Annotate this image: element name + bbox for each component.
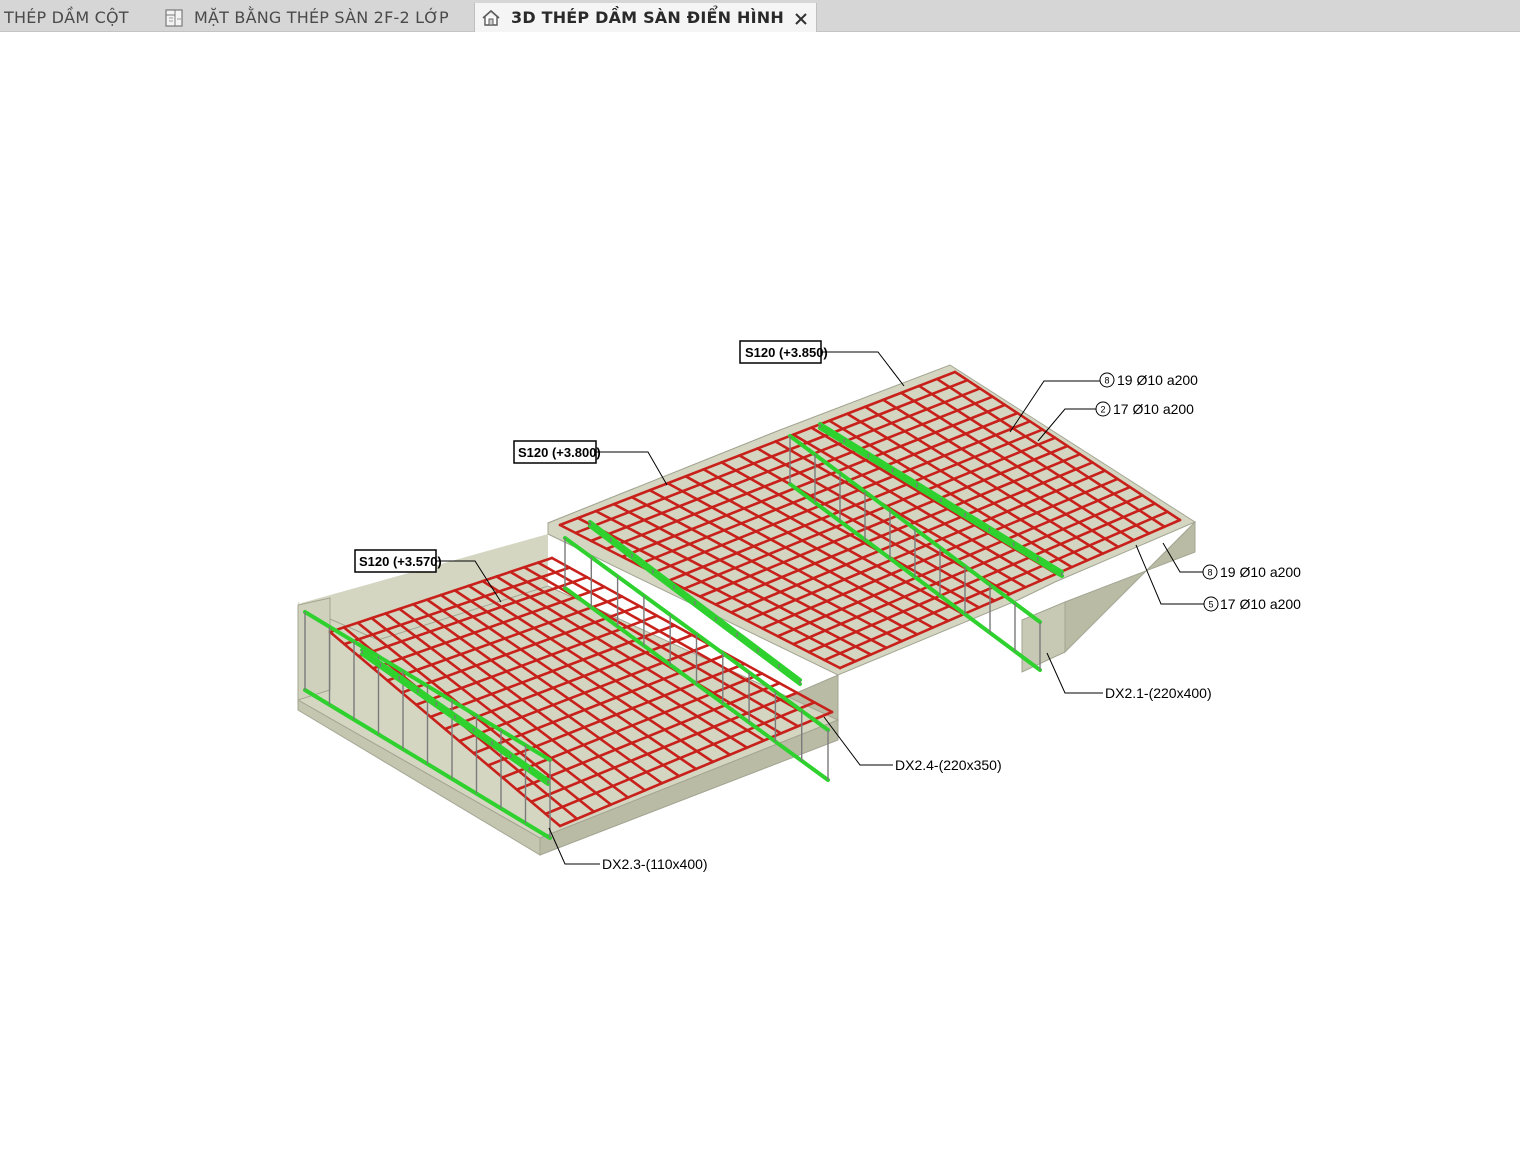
rebar-bar xyxy=(774,440,1027,589)
rebar-bar xyxy=(509,570,783,735)
rebar-note-text: 19 Ø10 a200 xyxy=(1117,372,1198,388)
beam-label-text: DX2.4-(220x350) xyxy=(895,757,1002,773)
leader-line xyxy=(1162,542,1204,573)
slab-tag-text: S120 (+3.850) xyxy=(745,345,828,360)
rebar-bar xyxy=(495,575,766,742)
rebar-bar xyxy=(453,589,715,764)
rebar-bar xyxy=(612,502,888,650)
leader-line xyxy=(1009,380,1100,433)
beam-dx21-end xyxy=(1021,601,1066,673)
rebar-mark-number: 8 xyxy=(1207,568,1212,578)
slab-rebar-mesh xyxy=(328,370,1182,828)
beam-label-dx24[interactable]: DX2.4-(220x350) xyxy=(823,716,1002,773)
tab-label: 3D THÉP DẦM SÀN ĐIỂN HÌNH xyxy=(511,8,784,27)
rebar-bar xyxy=(935,377,1166,529)
floor-plan-icon xyxy=(164,8,184,28)
rebar-bar xyxy=(917,384,1151,535)
rebar-bar xyxy=(558,523,842,670)
rebar-bar xyxy=(881,398,1120,549)
leader-line xyxy=(1037,408,1097,442)
tab-label: THÉP DẦM CỘT xyxy=(4,8,129,27)
rebar-bar xyxy=(467,584,732,757)
beam-dx23-end xyxy=(297,597,331,701)
leader-line xyxy=(436,560,502,603)
rebar-mark-number: 2 xyxy=(1100,405,1105,415)
rebar-mark-number: 8 xyxy=(1104,376,1109,386)
rebar-note-r3[interactable]: 8 19 Ø10 a200 xyxy=(1162,542,1301,580)
tab-thep-dam-cot[interactable]: THÉP DẦM CỘT xyxy=(4,3,129,32)
rebar-note-text: 19 Ø10 a200 xyxy=(1220,564,1301,580)
rebar-bar xyxy=(594,509,873,656)
rebar-bar xyxy=(845,412,1089,562)
beam-rebar xyxy=(303,422,1064,840)
rebar-bar xyxy=(648,488,919,636)
slab-tag-text: S120 (+3.800) xyxy=(518,445,601,460)
rebar-bar xyxy=(576,516,857,663)
rebar-bar xyxy=(370,616,613,806)
leader-line xyxy=(1046,652,1103,694)
rebar-bar xyxy=(738,454,996,603)
rebar-bar xyxy=(828,419,1074,569)
rebar-bar xyxy=(328,630,562,828)
rebar-bar xyxy=(425,598,681,778)
rebar-note-text: 17 Ø10 a200 xyxy=(1220,596,1301,612)
rebar-note-text: 17 Ø10 a200 xyxy=(1113,401,1194,417)
rebar-bar xyxy=(953,370,1182,522)
leader-line xyxy=(1135,544,1204,605)
rebar-bar xyxy=(792,433,1043,582)
leader-line xyxy=(821,351,905,387)
3d-view-canvas[interactable]: S120 (+3.850) S120 (+3.800) S120 (+3.570… xyxy=(0,32,1520,1162)
beam-label-dx23[interactable]: DX2.3-(110x400) xyxy=(548,827,708,872)
rebar-bar xyxy=(720,461,981,609)
rebar-bar xyxy=(536,561,817,721)
close-icon[interactable] xyxy=(794,11,808,25)
beam-label-text: DX2.3-(110x400) xyxy=(602,856,708,872)
rebar-bar xyxy=(666,481,935,629)
view-tab-bar: THÉP DẦM CỘT MẶT BẰNG THÉP SÀN 2F-2 LỚP … xyxy=(0,0,1520,32)
slab-tag-s3850[interactable]: S120 (+3.850) xyxy=(739,340,905,387)
rebar-mark-number: 5 xyxy=(1208,600,1213,610)
rebar-bar xyxy=(411,602,664,785)
rebar-bar xyxy=(630,495,904,643)
tab-mat-bang-thep-san[interactable]: MẶT BẰNG THÉP SÀN 2F-2 LỚP xyxy=(164,3,449,32)
rebar-note-r2[interactable]: 2 17 Ø10 a200 xyxy=(1037,401,1194,442)
rebar-mark-circle xyxy=(1203,596,1219,612)
beam-label-text: DX2.1-(220x400) xyxy=(1105,685,1212,701)
rebar-bar xyxy=(550,556,834,714)
leader-line xyxy=(548,827,600,865)
rebar-bar xyxy=(702,468,965,616)
rebar-bar xyxy=(899,391,1135,542)
slab-tag-text: S120 (+3.570) xyxy=(359,554,442,569)
rebar-bar xyxy=(863,405,1105,555)
rebar-bar xyxy=(398,607,647,792)
rebar-mark-circle xyxy=(1202,564,1218,580)
house-3d-icon xyxy=(481,8,501,28)
tab-3d-thep-dam-san[interactable]: 3D THÉP DẦM SÀN ĐIỂN HÌNH xyxy=(474,3,817,32)
rebar-mark-circle xyxy=(1099,372,1115,388)
tab-label: MẶT BẰNG THÉP SÀN 2F-2 LỚP xyxy=(194,8,449,27)
rebar-bar xyxy=(384,612,630,799)
rebar-note-r1[interactable]: 8 19 Ø10 a200 xyxy=(1009,372,1198,433)
beam-label-dx21[interactable]: DX2.1-(220x400) xyxy=(1046,652,1212,701)
concrete-body xyxy=(297,364,1197,856)
3d-model-view[interactable]: S120 (+3.850) S120 (+3.800) S120 (+3.570… xyxy=(0,32,1520,1162)
rebar-bar xyxy=(439,593,698,771)
rebar-bar xyxy=(481,579,749,749)
leader-line xyxy=(596,451,668,486)
slab-tag-s3570[interactable]: S120 (+3.570) xyxy=(354,549,502,603)
leader-line xyxy=(823,716,893,766)
slab-tag-s3800[interactable]: S120 (+3.800) xyxy=(513,440,668,486)
rebar-note-r4[interactable]: 5 17 Ø10 a200 xyxy=(1135,544,1301,612)
slab-top-lower-back xyxy=(298,534,548,648)
rebar-bar xyxy=(684,475,950,623)
rebar-mark-circle xyxy=(1095,401,1111,417)
